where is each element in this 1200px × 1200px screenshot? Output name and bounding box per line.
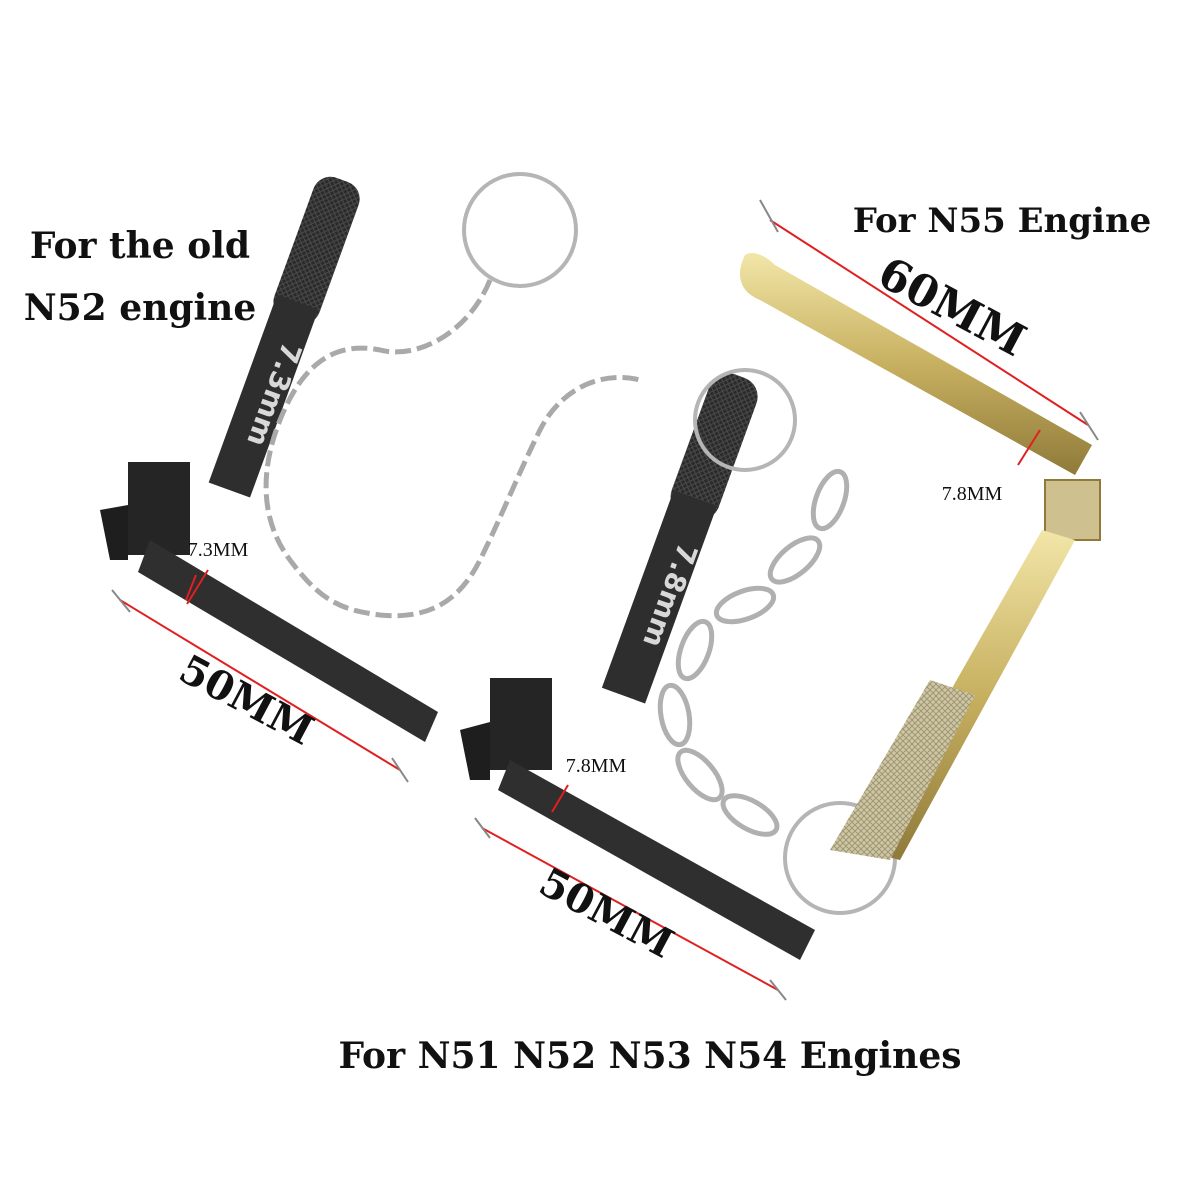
middle-knurled-grip [670, 373, 758, 520]
left-diameter-label: 7.3MM [188, 539, 249, 561]
left-chain [263, 172, 641, 619]
right-pin-shaft [740, 253, 1092, 475]
middle-diameter-label: 7.8MM [566, 755, 627, 777]
left-knurled-grip [273, 176, 360, 325]
left-tool-block [128, 462, 190, 555]
middle-key-ring [693, 368, 797, 472]
right-diameter-label: 7.8MM [942, 483, 1003, 505]
caption-old-n52-line1: For the old [30, 225, 250, 267]
dimension-lines [111, 199, 1099, 1001]
right-knurled-grip [830, 680, 975, 860]
middle-tool-block [490, 678, 552, 770]
left-pin-shaft [138, 540, 438, 742]
right-tool-block [1044, 479, 1101, 541]
caption-bottom: For N51 N52 N53 N54 Engines [338, 1035, 961, 1077]
middle-timing-pin-tool: 7.8mm [460, 368, 815, 960]
right-timing-pin-tool [740, 253, 1101, 860]
middle-pin-shaft [498, 760, 815, 960]
left-key-ring [462, 172, 578, 288]
caption-old-n52-line2: N52 engine [24, 287, 257, 329]
caption-n55: For N55 Engine [853, 201, 1152, 241]
middle-chain [657, 468, 897, 915]
